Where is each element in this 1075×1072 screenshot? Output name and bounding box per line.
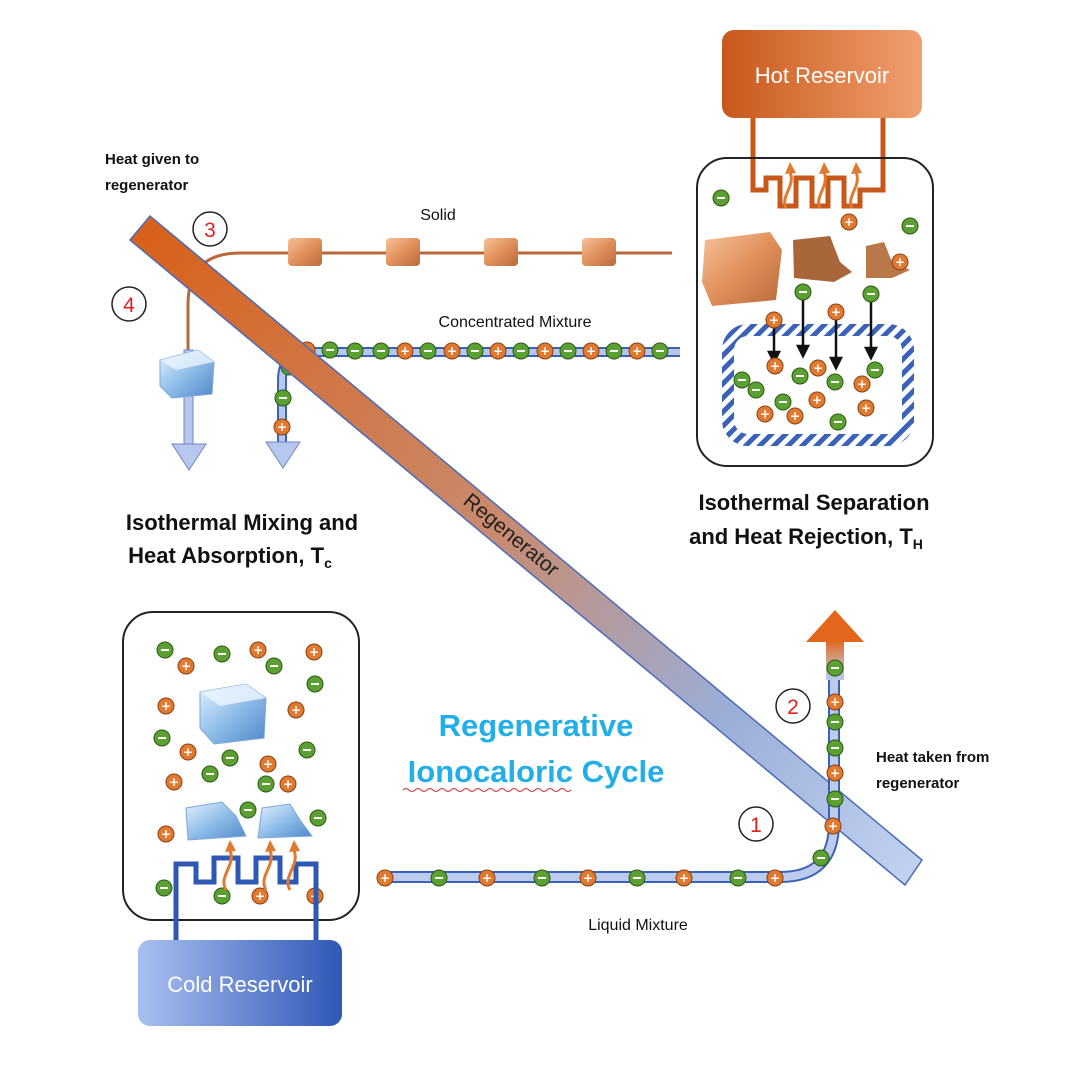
separation-heading-2: and Heat Rejection, TH [689,524,923,552]
step-3-marker: 3 [192,211,228,247]
cold-reservoir-piping [173,855,319,940]
step-1-marker: 1 [738,806,774,842]
down-arrow-liquid [265,441,301,469]
mixing-ice-cube-icon [199,683,267,745]
step-4-marker: 4 [111,286,147,322]
concentrated-mixture-label: Concentrated Mixture [439,314,592,331]
step-2-marker: 2 [775,688,811,724]
cycle-title-2: Ionocaloric Cycle [408,754,665,789]
mixing-chamber [122,611,360,921]
hot-reservoir: Hot Reservoir [722,30,922,118]
melting-ice-icon [185,801,313,841]
step-3-label: 3 [204,219,216,242]
solid-crystals [288,238,616,266]
hot-reservoir-label: Hot Reservoir [755,63,889,88]
regenerator-label: Regenerator [459,489,564,581]
ice-cube-icon [159,349,215,399]
step-1-label: 1 [750,814,762,837]
heat-given-label-1: Heat given to [105,151,199,168]
separation-heading-1: Isothermal Separation [698,490,929,515]
step-2-label: 2 [787,696,799,719]
mixing-heading-2: Heat Absorption, Tc [128,543,332,571]
heat-taken-label-1: Heat taken from [876,749,989,766]
cold-reservoir-label: Cold Reservoir [167,972,313,997]
heat-given-label-2: regenerator [105,177,189,194]
heat-rejection-arrows [783,162,862,209]
step-4-label: 4 [123,294,135,317]
heat-taken-label-2: regenerator [876,775,960,792]
cold-reservoir: Cold Reservoir [138,940,342,1026]
solid-label: Solid [420,207,456,224]
spellcheck-underline [402,788,572,792]
heat-absorption-arrows [222,840,300,891]
hot-reservoir-piping [750,118,886,209]
down-arrow-solid [171,349,207,471]
separation-arrows [766,300,879,371]
liquid-mixture-label: Liquid Mixture [588,917,688,934]
cycle-title-1: Regenerative [439,708,634,743]
mixing-heading-1: Isothermal Mixing and [126,510,358,535]
separation-chamber [696,157,934,467]
